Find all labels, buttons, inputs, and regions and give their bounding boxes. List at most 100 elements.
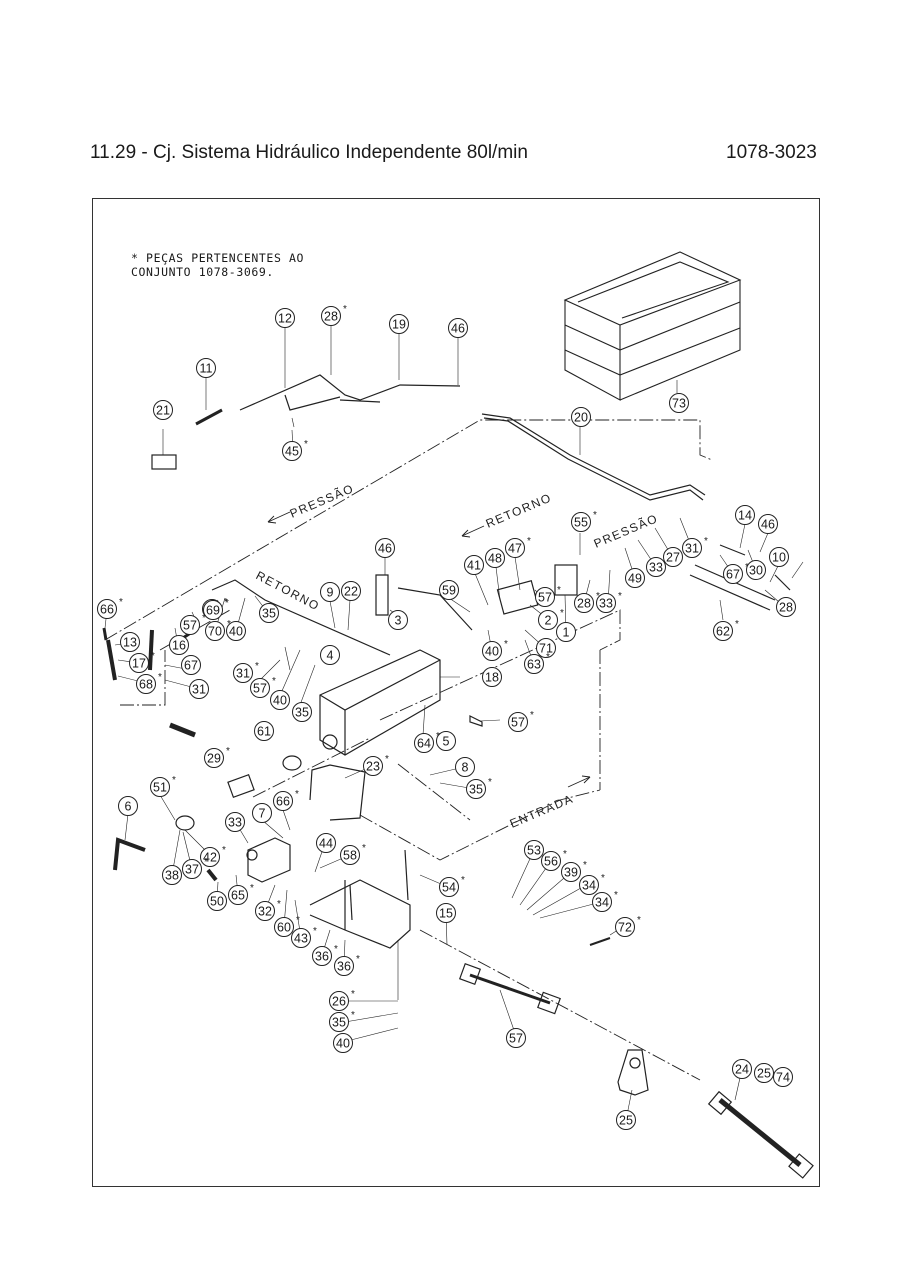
asterisk-marker: * (385, 754, 389, 765)
part-11 (195, 408, 223, 426)
callout-number: 1 (563, 626, 570, 640)
asterisk-marker: * (255, 661, 259, 672)
asterisk-marker: * (488, 777, 492, 788)
hose-16 (106, 639, 117, 681)
asterisk-marker: * (593, 510, 597, 521)
callout-circle (508, 712, 528, 732)
callout-35: 35 (292, 702, 312, 722)
seal-29 (282, 755, 302, 771)
callout-37: 37* (182, 857, 208, 879)
tube-retorno (211, 579, 391, 656)
asterisk-marker: * (204, 857, 208, 868)
callout-72: 72* (615, 915, 641, 937)
callout-31: 31* (682, 536, 708, 558)
callout-58: 58* (340, 843, 366, 865)
callout-number: 72 (618, 921, 632, 935)
asterisk-marker: * (224, 597, 228, 608)
callout-circle (769, 547, 789, 567)
asterisk-marker: * (226, 746, 230, 757)
asterisk-marker: * (343, 304, 347, 315)
callout-number: 51 (153, 781, 167, 795)
callout-number: 39 (564, 866, 578, 880)
callout-number: 40 (273, 694, 287, 708)
callout-circle (225, 812, 245, 832)
callout-circle (571, 512, 591, 532)
callout-65: 65* (228, 883, 254, 905)
callout-73: 73 (669, 393, 689, 413)
callout-number: 44 (319, 837, 333, 851)
callout-8: 8 (455, 757, 475, 777)
callout-number: 57 (511, 716, 525, 730)
callout-number: 5 (443, 735, 450, 749)
note-line-1: * PEÇAS PERTENCENTES AO (131, 251, 305, 265)
asterisk-marker: * (250, 883, 254, 894)
callout-circle (439, 580, 459, 600)
callout-number: 36 (337, 960, 351, 974)
callout-circle (414, 733, 434, 753)
asterisk-marker: * (601, 873, 605, 884)
pipe-8 (309, 764, 366, 821)
callout-number: 57 (538, 591, 552, 605)
asterisk-marker: * (530, 710, 534, 721)
callout-number: 26 (332, 995, 346, 1009)
callout-35: 35* (329, 1010, 355, 1032)
callout-number: 35 (262, 607, 276, 621)
callout-number: 57 (253, 682, 267, 696)
callout-53: 53 (524, 840, 544, 860)
callout-circle (250, 678, 270, 698)
diagram-frame (92, 198, 820, 1187)
label-pressao-2: PRESSÃO (592, 511, 661, 551)
callout-circle (506, 1028, 526, 1048)
callout-circle (118, 796, 138, 816)
callout-number: 66 (276, 795, 290, 809)
callout-number: 47 (508, 542, 522, 556)
callout-circle (162, 865, 182, 885)
callout-25: 25 (754, 1063, 774, 1083)
callout-circle (482, 667, 502, 687)
callout-54: 54* (439, 875, 465, 897)
callout-number: 49 (628, 572, 642, 586)
callout-number: 34 (595, 896, 609, 910)
callout-number: 19 (392, 318, 406, 332)
callout-circle (536, 638, 556, 658)
callout-number: 67 (726, 568, 740, 582)
asterisk-marker: * (735, 619, 739, 630)
callout-circle (120, 632, 140, 652)
callout-48: 48 (485, 548, 505, 568)
asterisk-marker: * (560, 608, 564, 619)
callout-circle (592, 892, 612, 912)
callout-number: 35 (295, 706, 309, 720)
callout-19: 19 (389, 314, 409, 334)
callout-circle (646, 557, 666, 577)
callout-circle (524, 840, 544, 860)
bearing-support-24 (617, 1049, 649, 1096)
callout-1: 1 (556, 622, 576, 642)
callout-59: 59 (439, 580, 459, 600)
callout-4: 4 (320, 645, 340, 665)
callout-47: 47* (505, 536, 531, 558)
callout-number: 74 (776, 1071, 790, 1085)
asterisk-marker: * (313, 926, 317, 937)
callout-circle (316, 833, 336, 853)
callout-circle (388, 610, 408, 630)
callout-circle (259, 603, 279, 623)
asterisk-marker: * (356, 954, 360, 965)
callout-2: 2* (538, 608, 564, 630)
callout-62: 62* (713, 619, 739, 641)
callout-67: 67 (181, 655, 201, 675)
callout-circle (746, 560, 766, 580)
asterisk-marker: * (351, 1010, 355, 1021)
bracket-15 (309, 849, 411, 949)
callout-circle (773, 1067, 793, 1087)
callout-55: 55* (571, 510, 597, 532)
callout-44: 44 (316, 833, 336, 853)
callout-circle (254, 721, 274, 741)
callout-circle (136, 674, 156, 694)
leader-lines (104, 324, 804, 1121)
asterisk-marker: * (158, 672, 162, 683)
flow-lines (104, 419, 713, 1081)
callout-66: 66* (97, 597, 123, 619)
callout-number: 43 (294, 932, 308, 946)
callout-circle (524, 654, 544, 674)
callout-15: 15 (436, 903, 456, 923)
